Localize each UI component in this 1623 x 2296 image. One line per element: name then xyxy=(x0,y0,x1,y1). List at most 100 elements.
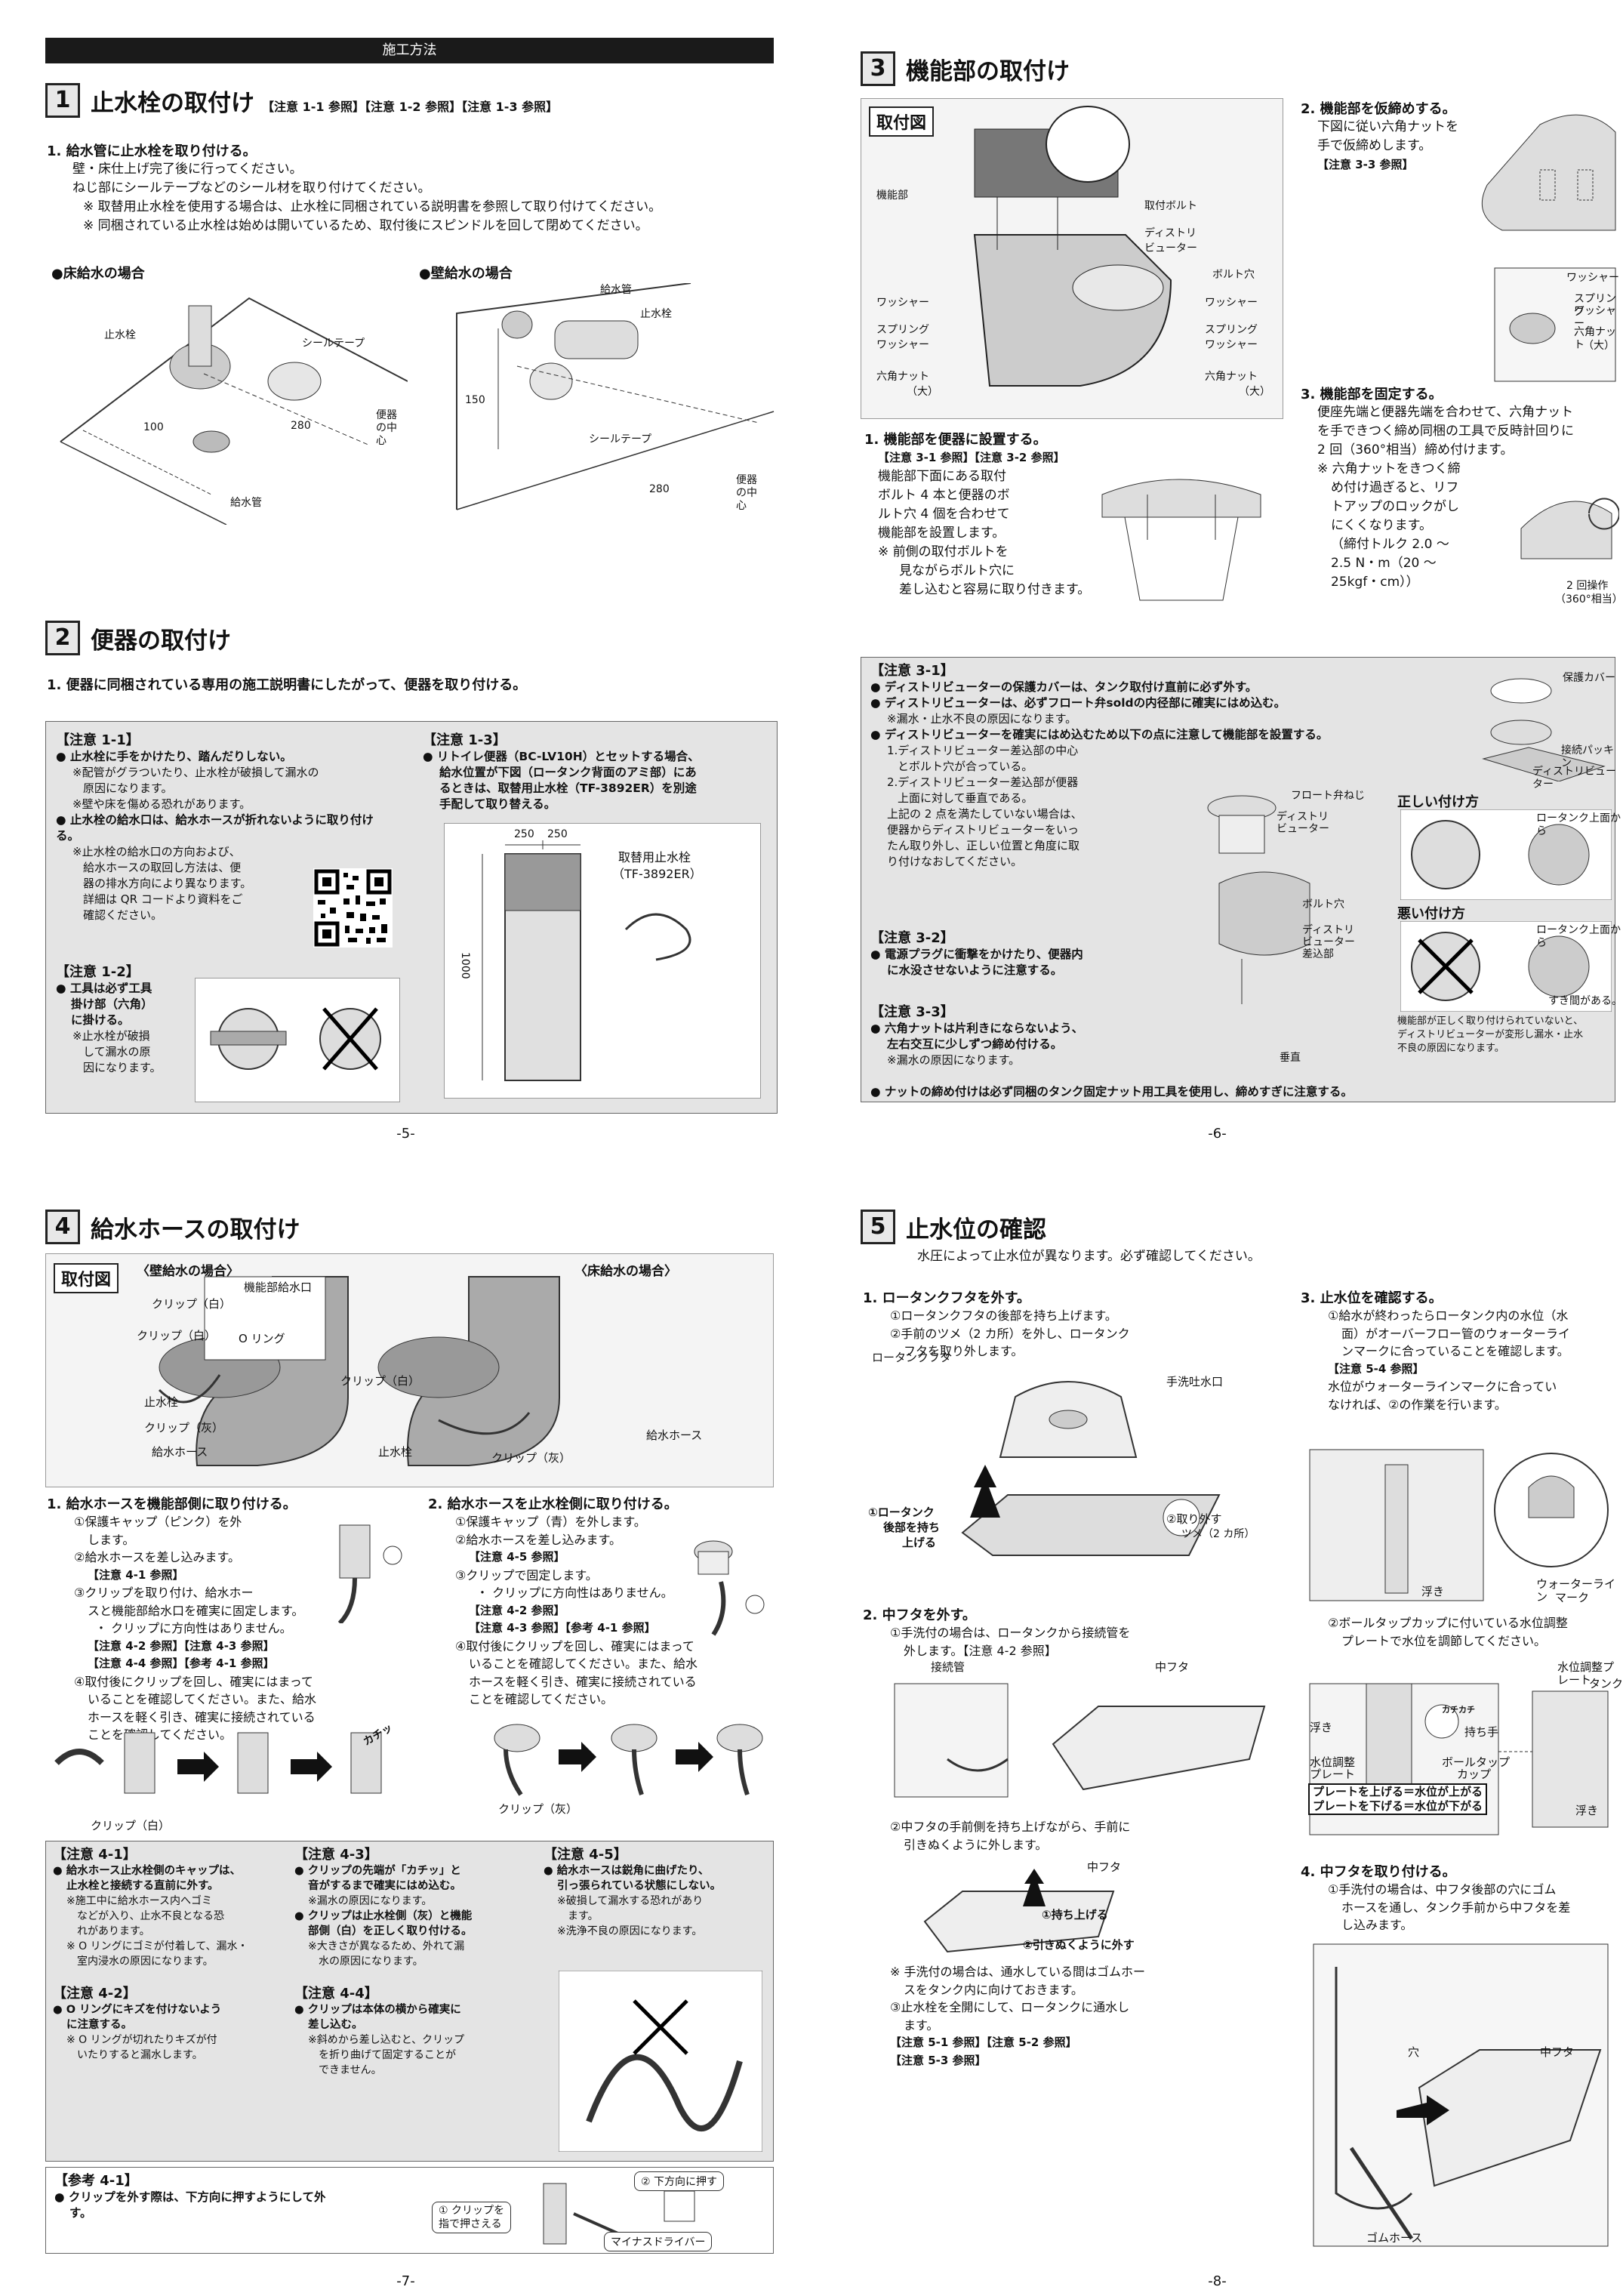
step-1: 1. 機能部を便器に設置する。 【注意 3-1 参照】【注意 3-2 参照】 機… xyxy=(864,429,1287,599)
fig-label: タンク xyxy=(1589,1677,1623,1690)
line: 機能部を設置します。 xyxy=(878,525,1006,541)
line: ①手洗付の場合は、ロータンクから接続管を xyxy=(890,1626,1131,1640)
note-line: して漏水の原 xyxy=(83,1045,151,1059)
note-line: ※漏水・止水不良の原因になります。 xyxy=(887,712,1077,726)
note-line: 確認ください。 xyxy=(83,908,163,922)
section-number: 1 xyxy=(45,83,80,118)
page-6: 3 機能部の取付け 取付図 機能部 取付ボルト ディストリ ビューター ボルト穴… xyxy=(812,0,1623,1148)
step-2: 2. 中フタを外す。 ①手洗付の場合は、ロータンクから接続管を 外します。【注意… xyxy=(863,1604,1278,1660)
note-line: ※壁や床を傷める恐れがあります。 xyxy=(72,797,251,811)
fig-label: すき間がある。 xyxy=(1548,995,1622,1007)
caution-title: 【注意 4-5】 xyxy=(544,1847,627,1863)
step-lines: 壁・床仕上げ完了後に行ってください。 ねじ部にシールテープなどのシール材を取り付… xyxy=(47,160,794,236)
step-heading: 1. 給水ホースを機能部側に取り付ける。 xyxy=(47,1496,297,1512)
qr-code-icon[interactable] xyxy=(313,868,393,948)
fig-label: ディストリビューター xyxy=(1532,766,1617,791)
step-heading: 4. 中フタを取り付ける。 xyxy=(1301,1864,1456,1880)
note-line: を折り曲げて固定することが xyxy=(319,2049,456,2061)
fig-label: クリップ（灰） xyxy=(498,1802,578,1816)
caution-item: るときは、取替用止水栓（TF-3892ER）を別途 xyxy=(439,781,697,795)
line: ・ クリップに方向性はありません。 xyxy=(95,1621,292,1635)
note-line: ※止水栓の給水口の方向および、 xyxy=(72,845,241,858)
fig-label: 浮き xyxy=(1310,1721,1333,1734)
step-3: 3. 機能部を固定する。 便座先端と便器先端を合わせて、六角ナット を手できつく… xyxy=(1301,384,1618,592)
line: ンマークに合っていることを確認します。 xyxy=(1341,1344,1569,1358)
note-line: 水の原因になります。 xyxy=(319,1955,423,1968)
fig-label: ディストリ xyxy=(1277,811,1329,823)
retoilet-illustration: 250 250 1000 取替用止水栓 （TF-3892ER） xyxy=(444,823,761,1099)
step-2-lines-3: ※ 手洗付の場合は、通水している間はゴムホー スをタンク内に向けておきます。 ③… xyxy=(890,1963,1145,2069)
fig-label: 持ち手 xyxy=(1464,1725,1499,1739)
line: め付け過ぎると、リフ xyxy=(1331,480,1459,495)
caution-title: 【注意 4-4】 xyxy=(294,1986,378,2002)
step-heading: 1. 機能部を便器に設置する。 xyxy=(864,432,1047,448)
caution-item: ● 六角ナットは片利きにならないよう、 xyxy=(870,1022,1084,1035)
reference-4-1: 【参考 4-1】 ● クリップを外す際は、下方向に押すようにして外 す。 xyxy=(54,2170,417,2221)
figure-title: 取付図 xyxy=(869,106,935,137)
line: ※ 六角ナットをきつく締 xyxy=(1317,461,1461,476)
line: ・ クリップに方向性はありません。 xyxy=(476,1586,673,1600)
line: ※ 前側の取付ボルトを xyxy=(878,544,1009,559)
fig-label: 差込部 xyxy=(1302,948,1334,960)
fig-label: 中フタ xyxy=(1087,1860,1122,1874)
line: ④取付後にクリップを回し、確実にはまって xyxy=(455,1638,694,1653)
line: ①ロータンクフタの後部を持ち上げます。 xyxy=(890,1308,1117,1323)
step-ref: 【注意 4-3 参照】【参考 4-1 参照】 xyxy=(469,1621,656,1635)
fig-label: 取付ボルト xyxy=(1144,200,1197,212)
line: 外します。【注意 4-2 参照】 xyxy=(904,1643,1057,1658)
inner-lid-removal-illustration xyxy=(894,1683,1266,1798)
fig-label: 機能部 xyxy=(876,190,908,202)
section-5-heading: 5 止水位の確認 xyxy=(861,1210,1046,1244)
note-line: などが入り、止水不良となる恐 xyxy=(77,1910,225,1922)
callout-line: ① クリップを xyxy=(439,2205,505,2217)
step-1: 1. ロータンクフタを外す。 ①ロータンクフタの後部を持ち上げます。 ②手前のツ… xyxy=(863,1287,1278,1361)
fig-label: ビューター xyxy=(1277,823,1329,835)
line: 見ながらボルト穴に xyxy=(899,563,1015,578)
caution-item: 差し込む。 xyxy=(308,2019,363,2031)
floor-label-tape: シールテープ xyxy=(302,337,365,350)
floor-case-label: 〈床給水の場合〉 xyxy=(574,1264,677,1279)
wall-supply-title: ●壁給水の場合 xyxy=(419,266,513,282)
line: 手で仮締めします。 xyxy=(1317,138,1432,153)
line: プレートで水位を調節してください。 xyxy=(1341,1633,1547,1648)
line: 便座先端と便器先端を合わせて、六角ナット xyxy=(1317,405,1574,420)
line: フタを取り外します。 xyxy=(904,1344,1024,1358)
line: にくくなります。 xyxy=(1331,518,1432,533)
fig-label: ②取り外す xyxy=(1166,1512,1222,1526)
section-3-heading: 3 機能部の取付け xyxy=(861,51,1070,86)
note-line: ※漏水の原因になります。 xyxy=(887,1053,1021,1067)
step-1: 1. 給水ホースを機能部側に取り付ける。 ①保護キャップ（ピンク）を外 します。… xyxy=(47,1493,417,1744)
caution-item: に注意する。 xyxy=(66,2019,132,2031)
wall-label-center: 便器の中心 xyxy=(736,474,757,512)
line: ことを確認してください。 xyxy=(469,1692,614,1706)
line: ①保護キャップ（ピンク）を外 xyxy=(74,1515,242,1529)
fig-label: 上げる xyxy=(902,1536,937,1549)
caution-item: 給水位置が下図（ロータンク背面のアミ部）にあ xyxy=(439,766,697,779)
line: 差し込むと容易に取り付きます。 xyxy=(899,582,1091,597)
step-ref: 【注意 3-1 参照】【注意 3-2 参照】 xyxy=(878,451,1065,464)
line: 2.5 N・m（20 ～ xyxy=(1331,556,1437,571)
line: ねじ部にシールテープなどのシール材を取り付けてください。 xyxy=(72,180,431,196)
step-ref: 【注意 3-3 参照】 xyxy=(1317,158,1414,171)
line: 引きぬくように外します。 xyxy=(904,1837,1048,1852)
step-2-hose-illustration xyxy=(694,1540,765,1636)
fig-label: 止水栓 xyxy=(144,1395,179,1409)
dim-1000: 1000 xyxy=(459,952,471,979)
caution-3-1: 【注意 3-1】 ● ディストリビューターの保護カバーは、タンク取付け直前に必ず… xyxy=(870,660,1474,870)
section-number: 4 xyxy=(45,1210,80,1244)
line: ④取付後にクリップを回し、確実にはまって xyxy=(74,1674,313,1689)
line: なければ、②の作業を行います。 xyxy=(1328,1397,1507,1412)
section-2-heading: 2 便器の取付け xyxy=(45,621,231,655)
wrench-illustration xyxy=(195,978,400,1102)
note-line: ※施工中に給水ホース内へゴミ xyxy=(66,1895,213,1907)
wall-supply-illustration xyxy=(456,283,775,510)
fig-label: ①持ち上げる xyxy=(1042,1908,1108,1922)
line: ②ボールタップカップに付いている水位調整 xyxy=(1328,1616,1568,1630)
floor-supply-title: ●床給水の場合 xyxy=(51,266,145,282)
line: いることを確認してください。また、給水 xyxy=(469,1657,698,1671)
section-subtitle: 水圧によって止水位が異なります。必ず確認してください。 xyxy=(917,1249,1261,1264)
section-title: 給水ホースの取付け xyxy=(91,1216,300,1244)
note-line: ※配管がグラついたり、止水栓が破損して漏水の xyxy=(72,766,319,779)
fig-label: ウォーターライン xyxy=(1536,1577,1616,1604)
line: ホースを通し、タンク手前から中フタを差 xyxy=(1341,1900,1571,1915)
